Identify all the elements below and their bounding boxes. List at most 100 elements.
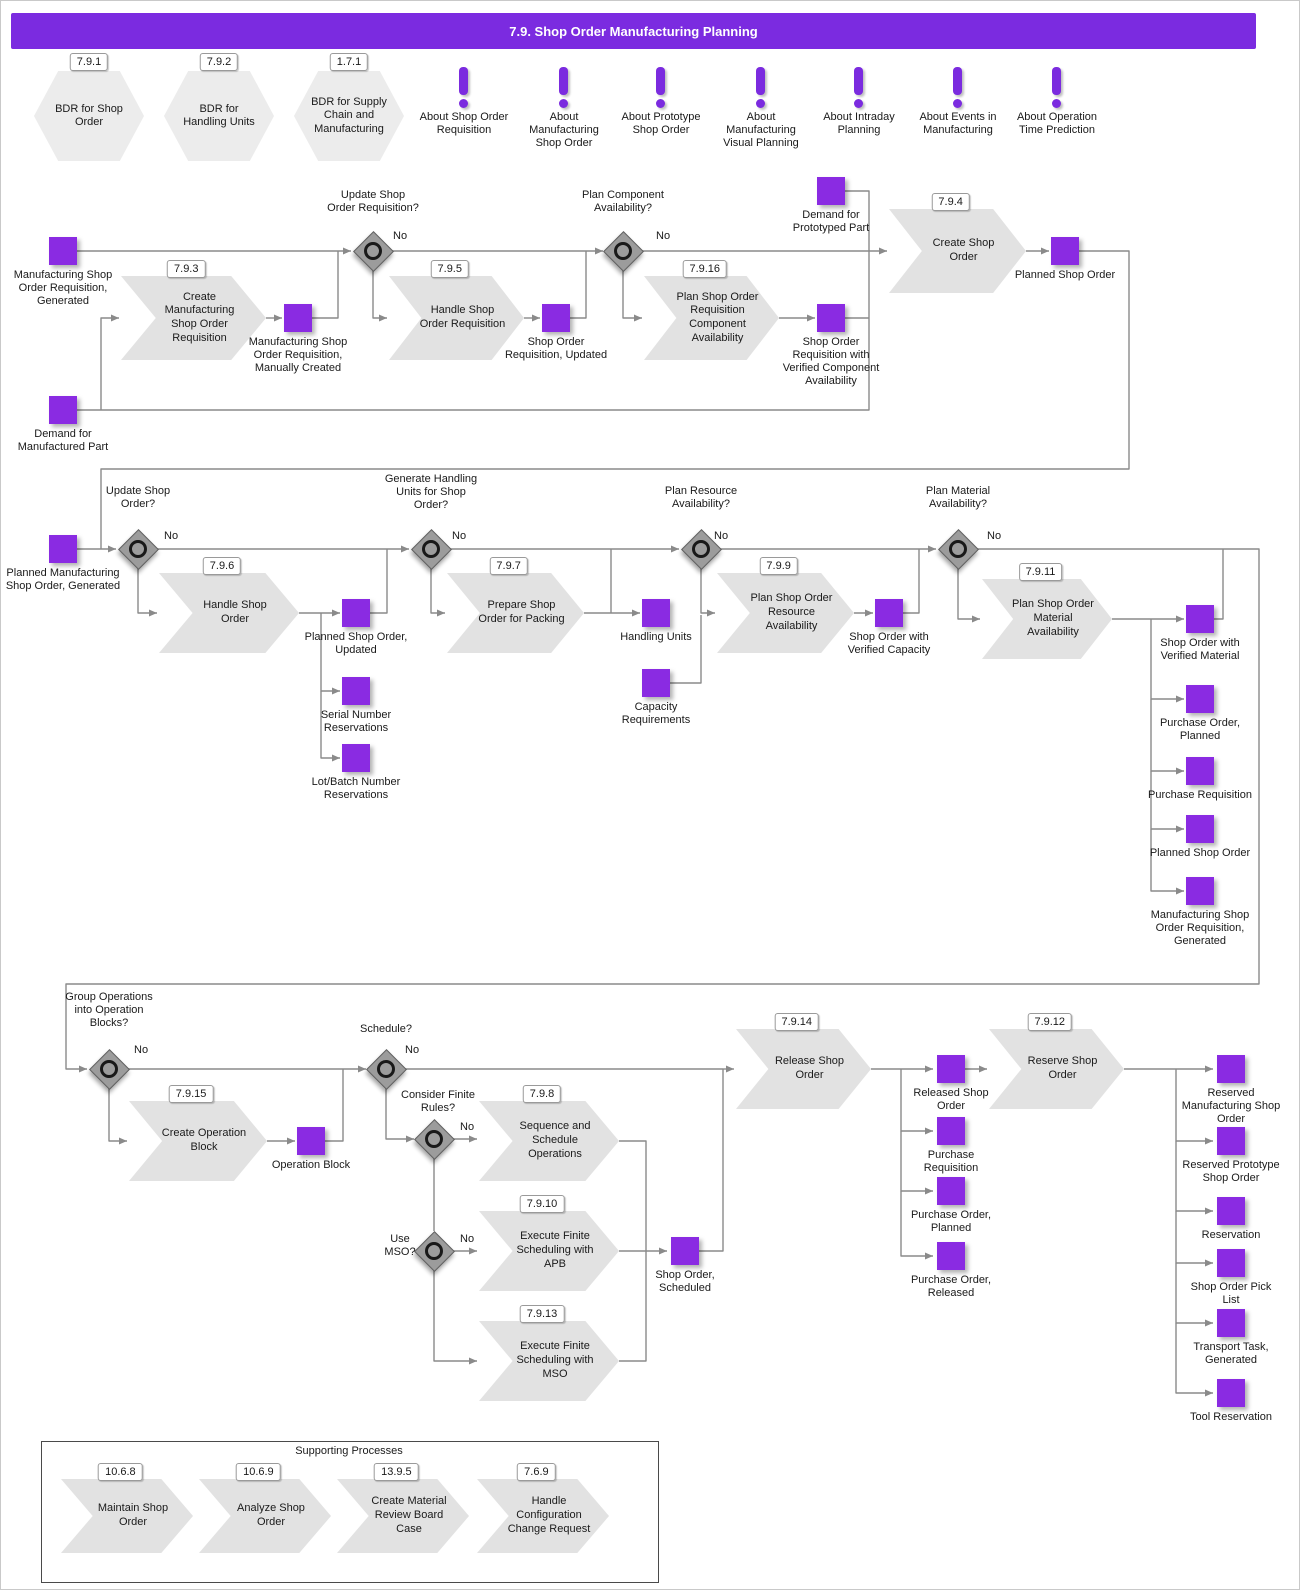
gateway-generate-handling-units-for-shop-order[interactable]	[410, 528, 453, 571]
event-demand-for-manufactured-part[interactable]	[49, 396, 77, 424]
gateway-update-shop-order-requisition[interactable]	[352, 230, 395, 273]
event-operation-block[interactable]	[297, 1127, 325, 1155]
event-purchase-order-planned[interactable]	[1186, 685, 1214, 713]
gateway-no-label-use-mso: No	[460, 1233, 475, 1245]
exclamation-icon	[656, 67, 665, 95]
exclamation-dot-icon	[953, 99, 962, 108]
event-label-lot-batch-number-reservations: Lot/Batch Number Reservations	[311, 776, 401, 801]
event-planned-shop-order[interactable]	[1051, 237, 1079, 265]
event-shop-order-with-verified-material[interactable]	[1186, 605, 1214, 633]
event-label-planned-shop-order-2: Planned Shop Order	[1149, 847, 1251, 859]
event-shop-order-pick-list[interactable]	[1217, 1249, 1245, 1277]
gateway-plan-material-availability[interactable]	[937, 528, 980, 571]
about-item-label: About Intraday Planning	[823, 111, 895, 136]
process-badge-create-shop-order: 7.9.4	[931, 193, 970, 211]
about-item-about-events-in-manufacturing[interactable]: About Events in Manufacturing	[908, 65, 1008, 155]
event-purchase-order-planned-2[interactable]	[937, 1177, 965, 1205]
event-reserved-prototype-shop-order[interactable]	[1217, 1127, 1245, 1155]
flow-edge-59	[900, 1191, 933, 1260]
bdr-hexagon-bdr-for-shop-order[interactable]: BDR for Shop Order	[34, 71, 144, 161]
process-badge-sequence-and-schedule-operations: 7.9.8	[522, 1085, 562, 1103]
about-item-about-prototype-shop-order[interactable]: About Prototype Shop Order	[611, 65, 711, 155]
gateway-question-plan-material-availability: Plan Material Availability?	[925, 485, 991, 510]
flow-edge-55	[699, 1069, 724, 1252]
flow-edge-28	[670, 615, 702, 684]
flow-edge-54	[619, 1251, 647, 1362]
event-reservation[interactable]	[1217, 1197, 1245, 1225]
event-label-reserved-prototype-shop-order: Reserved Prototype Shop Order	[1182, 1159, 1280, 1184]
event-planned-shop-order-2[interactable]	[1186, 815, 1214, 843]
event-planned-manufacturing-shop-order-generated[interactable]	[49, 535, 77, 563]
gateway-circle-icon	[100, 1060, 118, 1078]
flow-edge-1	[77, 251, 870, 411]
about-item-label: About Shop Order Requisition	[419, 111, 509, 136]
about-item-about-manufacturing-visual-planning[interactable]: About Manufacturing Visual Planning	[711, 65, 811, 155]
about-item-about-operation-time-prediction[interactable]: About Operation Time Prediction	[1007, 65, 1107, 155]
process-handle-configuration-change-request[interactable]: Handle Configuration Change Request	[477, 1479, 609, 1553]
event-capacity-requirements[interactable]	[642, 669, 670, 697]
event-manufacturing-shop-order-requisition-generated[interactable]	[49, 237, 77, 265]
event-tool-reservation[interactable]	[1217, 1379, 1245, 1407]
gateway-circle-icon	[364, 242, 382, 260]
flow-edge-44	[325, 1069, 344, 1142]
event-label-manufacturing-shop-order-requisition-generated-2: Manufacturing Shop Order Requisition, Ge…	[1150, 909, 1250, 947]
process-release-shop-order[interactable]: Release Shop Order	[736, 1029, 871, 1109]
gateway-circle-icon	[614, 242, 632, 260]
process-label: Plan Shop Order Resource Availability	[750, 592, 833, 632]
event-manufacturing-shop-order-requisition-generated-2[interactable]	[1186, 877, 1214, 905]
event-purchase-requisition-2[interactable]	[937, 1117, 965, 1145]
event-reserved-manufacturing-shop-order[interactable]	[1217, 1055, 1245, 1083]
gateway-group-operations-into-operation-blocks[interactable]	[88, 1048, 131, 1091]
gateway-use-mso[interactable]	[413, 1230, 456, 1273]
gateway-plan-resource-availability[interactable]	[680, 528, 723, 571]
event-purchase-requisition[interactable]	[1186, 757, 1214, 785]
flow-edge-16	[100, 250, 1130, 549]
event-released-shop-order[interactable]	[937, 1055, 965, 1083]
process-badge-handle-shop-order-requisition: 7.9.5	[430, 260, 469, 278]
event-shop-order-with-verified-capacity[interactable]	[875, 599, 903, 627]
exclamation-dot-icon	[559, 99, 568, 108]
gateway-question-generate-handling-units-for-shop-order: Generate Handling Units for Shop Order?	[384, 473, 478, 511]
event-label-released-shop-order: Released Shop Order	[913, 1087, 989, 1112]
process-badge-create-manufacturing-shop-order-requisition: 7.9.3	[167, 260, 206, 278]
gateway-question-group-operations-into-operation-blocks: Group Operations into Operation Blocks?	[65, 991, 153, 1029]
about-item-label: About Prototype Shop Order	[621, 111, 701, 136]
about-item-about-manufacturing-shop-order[interactable]: About Manufacturing Shop Order	[514, 65, 614, 155]
event-shop-order-requisition-with-verified-component-availability[interactable]	[817, 304, 845, 332]
event-lot-batch-number-reservations[interactable]	[342, 744, 370, 772]
bdr-hexagon-bdr-for-supply-chain-and-manufacturing[interactable]: BDR for Supply Chain and Manufacturing	[294, 71, 404, 161]
process-label: Reserve Shop Order	[1027, 1055, 1098, 1081]
gateway-consider-finite-rules[interactable]	[413, 1118, 456, 1161]
gateway-question-use-mso: Use MSO?	[384, 1233, 416, 1258]
about-item-about-shop-order-requisition[interactable]: About Shop Order Requisition	[414, 65, 514, 155]
process-badge-bdr-for-shop-order: 7.9.1	[69, 53, 109, 71]
event-shop-order-scheduled[interactable]	[671, 1237, 699, 1265]
event-manufacturing-shop-order-requisition-manually-created[interactable]	[284, 304, 312, 332]
exclamation-dot-icon	[854, 99, 863, 108]
process-label: Create Material Review Board Case	[371, 1495, 447, 1535]
gateway-schedule[interactable]	[365, 1048, 408, 1091]
gateway-plan-component-availability[interactable]	[602, 230, 645, 273]
event-purchase-order-released[interactable]	[937, 1242, 965, 1270]
event-transport-task-generated[interactable]	[1217, 1309, 1245, 1337]
gateway-update-shop-order[interactable]	[117, 528, 160, 571]
about-item-about-intraday-planning[interactable]: About Intraday Planning	[809, 65, 909, 155]
flow-edge-22	[320, 691, 340, 762]
exclamation-dot-icon	[756, 99, 765, 108]
event-demand-for-prototyped-part[interactable]	[817, 177, 845, 205]
about-item-label: About Manufacturing Visual Planning	[723, 111, 799, 149]
process-badge-reserve-shop-order: 7.9.12	[1027, 1013, 1073, 1031]
flow-edge-29	[700, 567, 715, 617]
event-planned-shop-order-updated[interactable]	[342, 599, 370, 627]
bdr-hexagon-bdr-for-handling-units[interactable]: BDR for Handling Units	[164, 71, 274, 161]
gateway-circle-icon	[425, 1242, 443, 1260]
event-handling-units[interactable]	[642, 599, 670, 627]
event-label-planned-shop-order-updated: Planned Shop Order, Updated	[304, 631, 408, 656]
process-label: Create Manufacturing Shop Order Requisit…	[164, 290, 235, 344]
process-execute-finite-scheduling-with-mso[interactable]: Execute Finite Scheduling with MSO	[479, 1321, 619, 1401]
process-label: Handle Shop Order	[203, 599, 267, 625]
event-serial-number-reservations[interactable]	[342, 677, 370, 705]
event-shop-order-requisition-updated[interactable]	[542, 304, 570, 332]
process-handle-shop-order[interactable]: Handle Shop Order	[159, 573, 299, 653]
